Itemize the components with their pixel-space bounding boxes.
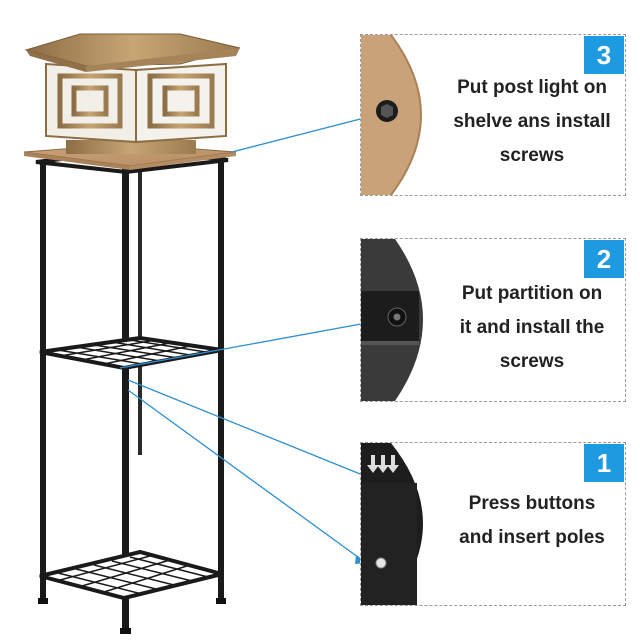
pole-back-left <box>138 155 142 455</box>
step-text-3: Put post light on shelve ans install scr… <box>447 71 617 173</box>
partition-closeup-image <box>361 239 423 401</box>
callout-line-2 <box>119 321 373 369</box>
step-text-2: Put partition on it and install the scre… <box>447 277 617 379</box>
step-badge-1: 1 <box>584 444 624 482</box>
step-2-line-2: it and install the <box>459 317 605 338</box>
pole-back-right <box>218 160 224 600</box>
release-button-icon <box>375 557 387 569</box>
callout-lines <box>119 115 373 561</box>
screw-icon <box>376 100 398 122</box>
wood-closeup-image <box>361 35 422 195</box>
middle-shelf <box>39 335 223 371</box>
step-panel-2: 2 Put partition on it and install the sc… <box>360 238 626 402</box>
step-panel-1: 1 Press buttons and insert poles <box>360 442 626 606</box>
post-light <box>23 33 241 170</box>
pole-closeup-image <box>361 443 423 605</box>
callout-line-1a <box>127 379 371 479</box>
shelf-stand <box>35 147 229 634</box>
bottom-shelf <box>39 549 223 601</box>
step-badge-2: 2 <box>584 240 624 278</box>
callout-line-3 <box>231 115 373 153</box>
arrow-down-icon <box>367 455 399 473</box>
pole-front-right <box>122 168 129 630</box>
step-1-line-1: Press buttons <box>468 493 596 514</box>
step-badge-3: 3 <box>584 36 624 74</box>
step-3-line-1: Put post light on <box>457 77 607 98</box>
callout-line-1b <box>127 389 363 561</box>
step-3-line-3: screws <box>499 145 565 166</box>
step-panel-3: 3 Put post light on shelve ans install s… <box>360 34 626 196</box>
step-3-line-2: shelve ans install <box>453 111 611 132</box>
screw-icon <box>387 307 407 327</box>
step-2-line-1: Put partition on <box>461 283 603 304</box>
step-text-1: Press buttons and insert poles <box>447 487 617 555</box>
step-2-line-3: screws <box>499 351 565 372</box>
pole-front-left <box>40 160 46 600</box>
step-1-line-2: and insert poles <box>459 527 605 548</box>
